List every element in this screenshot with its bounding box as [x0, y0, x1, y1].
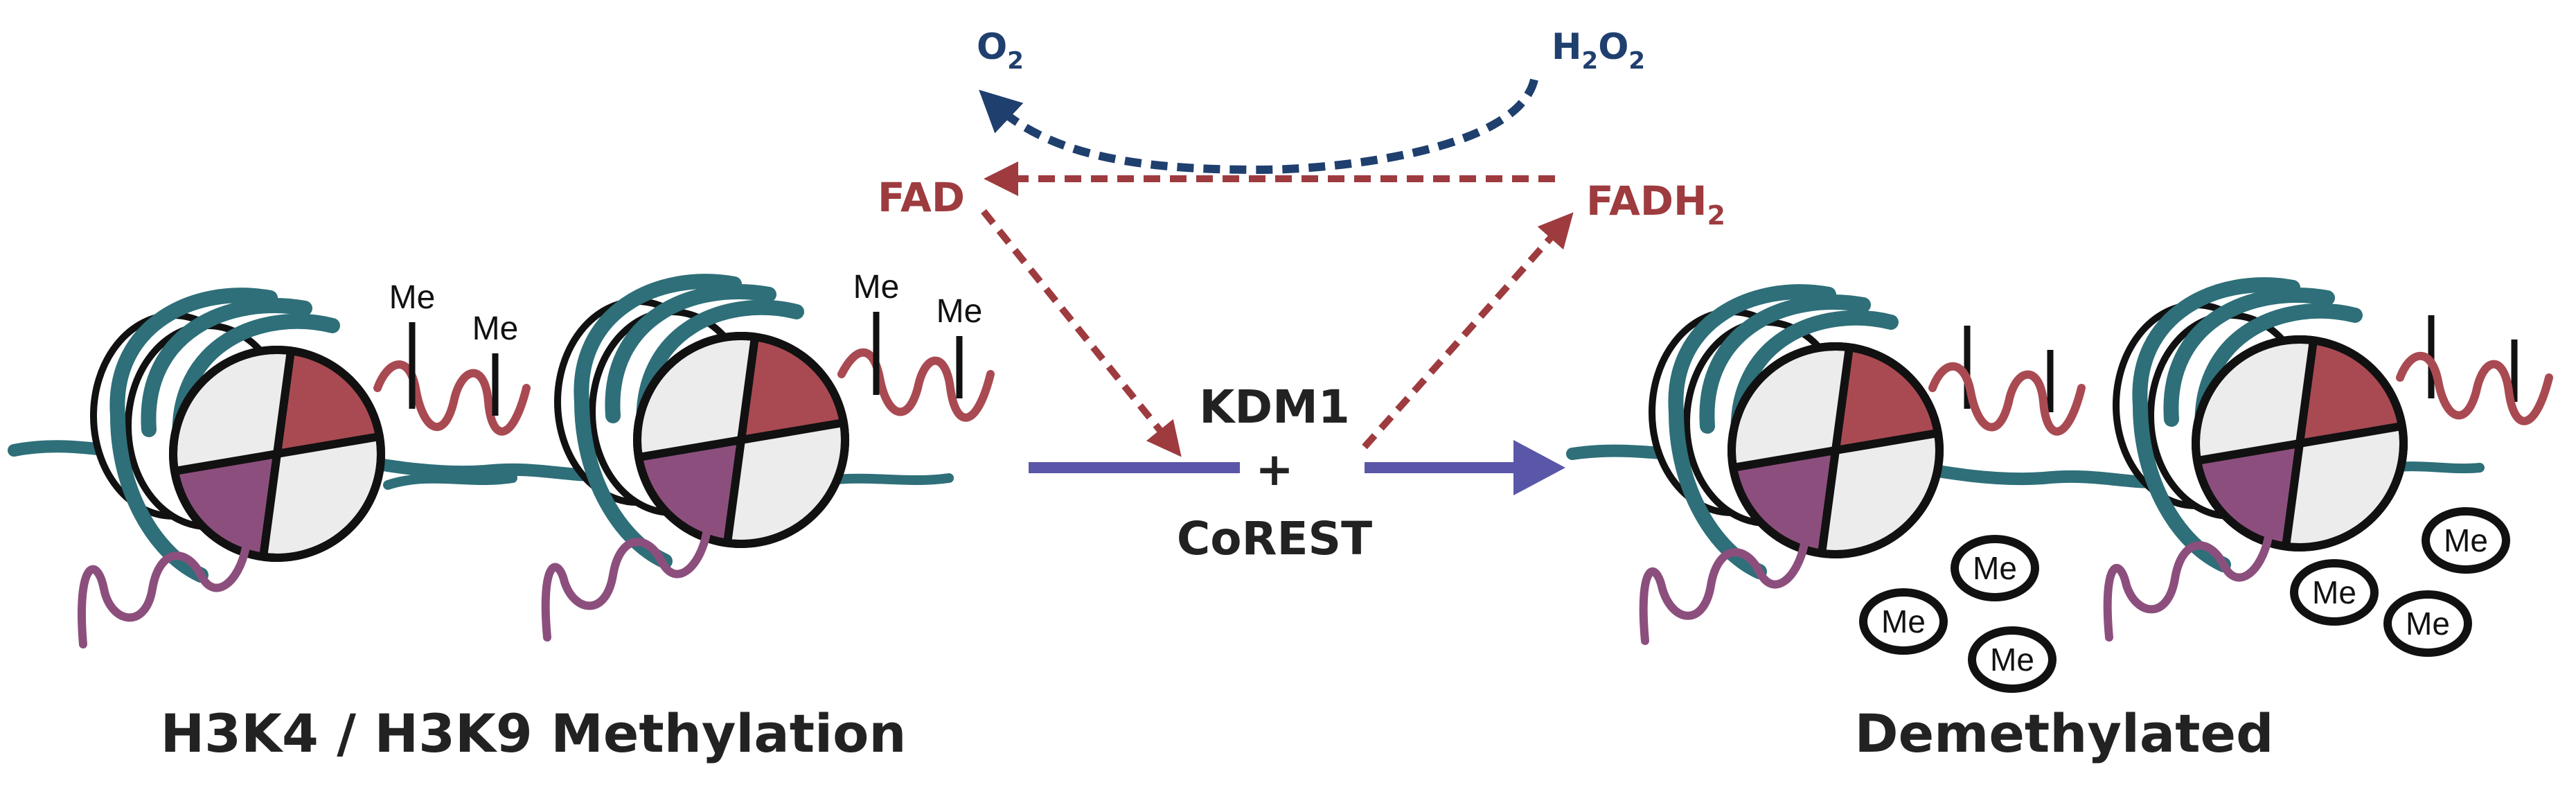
hydrogen-peroxide-label: H2O2	[1552, 26, 1645, 75]
histone-tail-red	[373, 360, 531, 436]
enzyme-to-fadh2-arrow	[1362, 212, 1574, 450]
histone-tail-purple	[2103, 533, 2273, 642]
histone-tail-purple	[541, 529, 711, 642]
released-methyl: Me	[2383, 590, 2472, 657]
demethylated-label: Demethylated	[1855, 703, 2274, 764]
nucleosome	[1652, 292, 1939, 572]
histone-tail-purple	[77, 543, 250, 649]
methyl-label: Me	[472, 310, 519, 347]
left-panel: Me Me Me Me H3K4 / H3K9 Methylation	[8, 269, 995, 764]
main-arrowhead	[1513, 440, 1565, 495]
fad-label: FAD	[878, 174, 965, 221]
released-methyl: Me	[1951, 535, 2039, 601]
histone-tail-purple	[1639, 540, 1809, 645]
svg-text:Me: Me	[1881, 603, 1926, 639]
nucleosome	[558, 281, 845, 561]
oxygen-arc-arrow	[979, 78, 1538, 175]
released-methyl: Me	[2290, 559, 2379, 626]
released-methyl: Me	[2422, 507, 2510, 574]
fad-to-enzyme-arrow	[981, 209, 1182, 457]
fadh2-label: FADH2	[1586, 177, 1725, 231]
methyl-label: Me	[389, 279, 436, 316]
histone-tail-red	[1928, 362, 2086, 436]
svg-text:Me: Me	[1990, 642, 2034, 678]
svg-text:Me: Me	[2406, 606, 2450, 642]
svg-text:Me: Me	[1973, 550, 2017, 586]
nucleosome	[94, 295, 381, 575]
svg-text:Me: Me	[2312, 574, 2356, 610]
svg-text:Me: Me	[2444, 522, 2488, 558]
plus-sign: +	[1255, 443, 1293, 496]
histone-tail-red	[2396, 351, 2553, 425]
cofactor-label: CoREST	[1177, 512, 1372, 565]
methyl-label: Me	[853, 269, 900, 306]
methylation-label: H3K4 / H3K9 Methylation	[161, 703, 907, 764]
reaction-center: KDM1 + CoREST FAD FADH2 O2 H2O2	[878, 26, 1725, 565]
released-methyl: Me	[1968, 626, 2057, 693]
right-panel: Me Me Me Me Me Me Demethylated	[1566, 285, 2553, 764]
methyl-label: Me	[936, 293, 983, 330]
enzyme-label: KDM1	[1199, 380, 1350, 434]
released-methyl: Me	[1859, 588, 1948, 655]
histone-tail-red	[837, 348, 995, 422]
nucleosome	[2116, 285, 2404, 565]
oxygen-label: O2	[977, 26, 1024, 75]
linker-dna	[383, 473, 517, 490]
